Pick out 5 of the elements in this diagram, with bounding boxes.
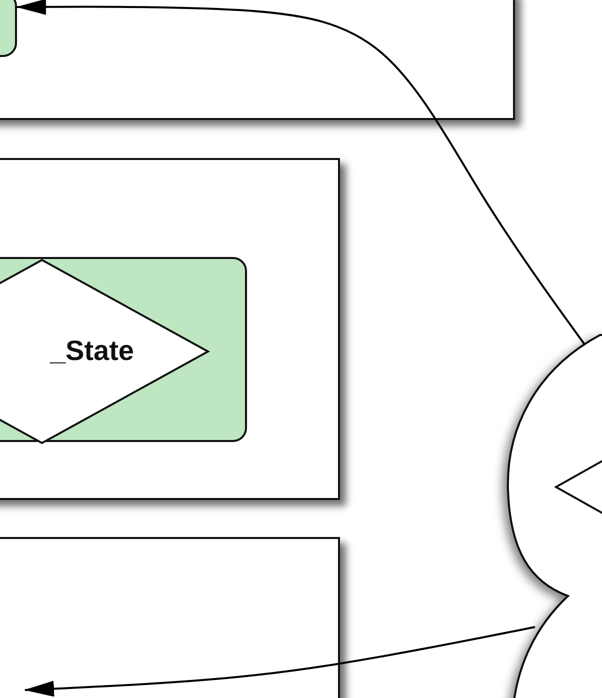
process-box bbox=[0, 0, 515, 120]
arrow bbox=[16, 0, 586, 346]
arrow bbox=[24, 626, 536, 697]
diamond-label: _State bbox=[50, 334, 134, 366]
process-box bbox=[0, 537, 340, 698]
